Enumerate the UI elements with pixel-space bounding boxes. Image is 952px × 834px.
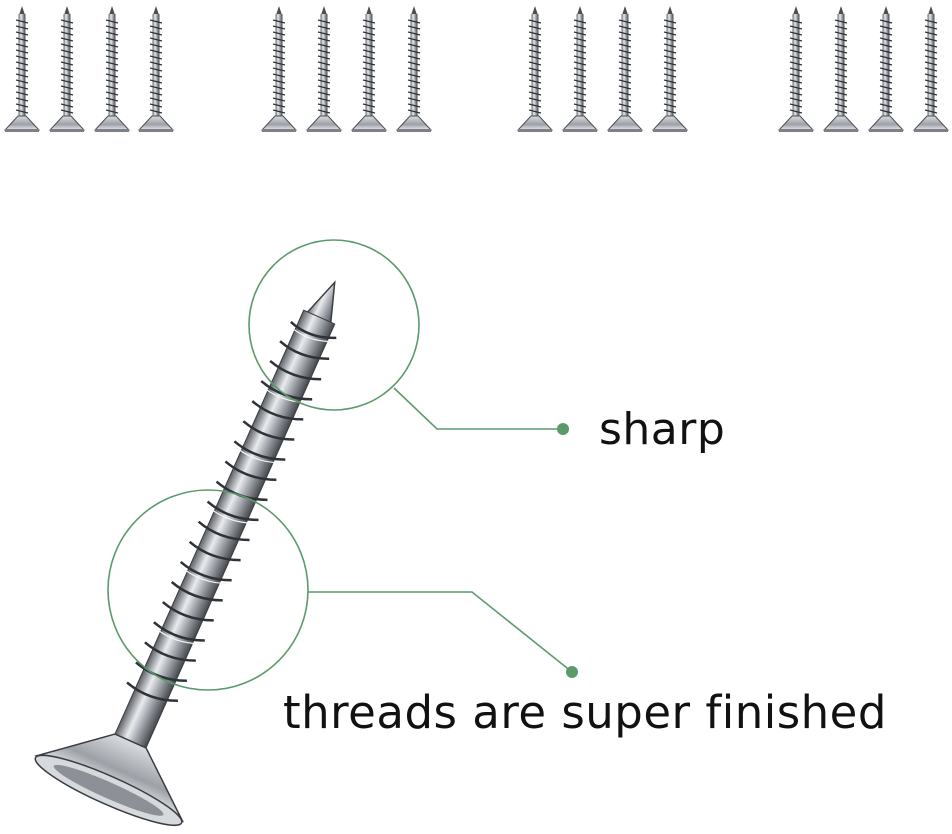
screw-icon [913, 5, 949, 133]
screw-icon [607, 5, 643, 133]
screw-row [4, 5, 949, 133]
screw-icon [823, 5, 859, 133]
callout-threads [107, 489, 578, 691]
callout-label-threads: threads are super finished [283, 686, 887, 739]
screw-icon [868, 5, 904, 133]
screw-icon [261, 5, 297, 133]
screw-icon [517, 5, 553, 133]
screw-icon [49, 5, 85, 133]
screw-icon [94, 5, 130, 133]
screw-icon [4, 5, 40, 133]
screw-icon [351, 5, 387, 133]
callout-dot [557, 423, 569, 435]
screw-icon [306, 5, 342, 133]
screw-icon [396, 5, 432, 133]
screw-icon [652, 5, 688, 133]
screw-icon [562, 5, 598, 133]
screw-icon [778, 5, 814, 133]
callout-label-sharp: sharp [599, 404, 726, 455]
callout-dot [566, 666, 578, 678]
large-screw [34, 280, 337, 827]
screw-icon [138, 5, 174, 133]
callout-sharp [248, 239, 569, 435]
